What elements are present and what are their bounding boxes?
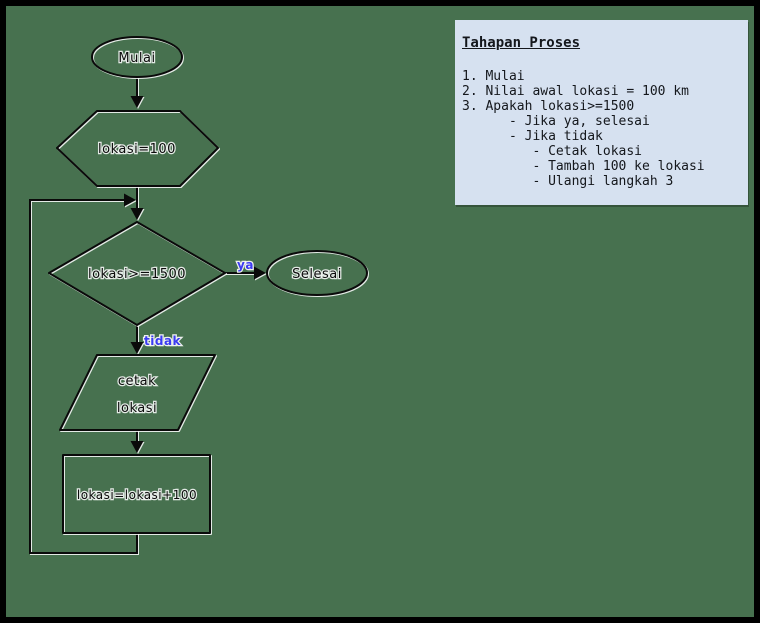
note-panel-title: Tahapan Proses: [462, 35, 581, 51]
node-init-label: lokasi=100: [98, 142, 176, 157]
node-start: [91, 36, 183, 78]
node-finish-label: Selesai: [292, 267, 342, 282]
note-line: - Ulangi langkah 3: [462, 174, 674, 189]
node-init: [56, 110, 219, 187]
edge-loop-back: [29, 199, 138, 554]
node-process: [62, 454, 211, 534]
note-panel-lines: 1. Mulai 2. Nilai awal lokasi = 100 km 3…: [462, 69, 748, 189]
note-line: 3. Apakah lokasi>=1500: [462, 99, 635, 114]
flowchart-edges: [29, 77, 266, 554]
arrowhead-right-icon: [254, 266, 266, 280]
arrowhead-down-icon: [130, 441, 144, 453]
node-output-label-line2: lokasi: [117, 401, 157, 416]
note-line: - Jika tidak: [462, 129, 603, 144]
node-start-label: Mulai: [118, 51, 155, 66]
arrowhead-down-icon: [130, 342, 144, 354]
note-line: - Tambah 100 ke lokasi: [462, 159, 705, 174]
edge-label-ya: ya: [237, 258, 254, 272]
note-panel: Tahapan Proses 1. Mulai 2. Nilai awal lo…: [455, 20, 748, 205]
arrowhead-down-icon: [130, 96, 144, 108]
note-line: 1. Mulai: [462, 69, 525, 84]
note-line: - Cetak lokasi: [462, 144, 643, 159]
node-process-label: lokasi=lokasi+100: [77, 488, 197, 502]
note-line: - Jika ya, selesai: [462, 114, 650, 129]
node-output: [59, 354, 216, 431]
node-finish: [266, 250, 368, 296]
edge-label-tidak: tidak: [144, 334, 182, 348]
node-decision: [48, 221, 226, 326]
node-decision-label: lokasi>=1500: [88, 267, 186, 282]
arrowhead-down-icon: [130, 208, 144, 220]
flowchart-nodes: [48, 36, 368, 534]
note-line: 2. Nilai awal lokasi = 100 km: [462, 84, 689, 99]
arrowhead-right-icon: [124, 193, 136, 207]
node-output-label-line1: cetak: [118, 374, 156, 389]
